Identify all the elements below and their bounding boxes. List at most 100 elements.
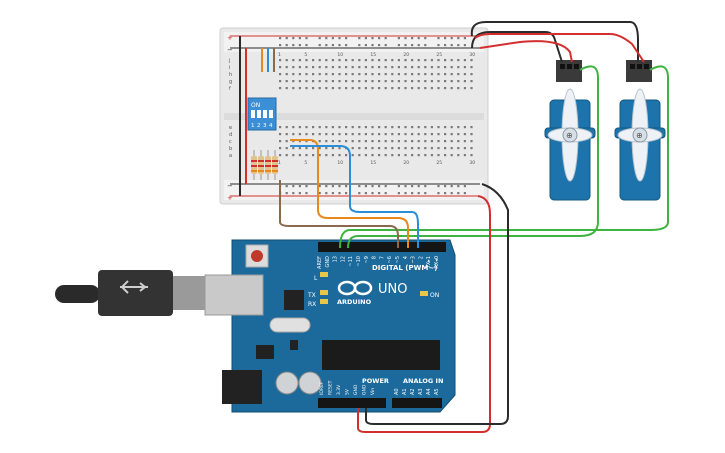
servo-1[interactable]: ⊕: [544, 60, 596, 201]
dip-switch-pos-2: 2: [257, 123, 261, 129]
analog-pin-label: A0: [394, 388, 400, 395]
analog-pin-label: A5: [434, 388, 440, 395]
atmega-chip: [322, 340, 440, 370]
digital-pin-label: 13: [333, 256, 339, 262]
wire-black-servo1[interactable]: [471, 31, 563, 63]
rail-plus-label: +: [227, 34, 233, 42]
wire-black-servo2[interactable]: [470, 21, 639, 62]
wire-red-servo2[interactable]: [474, 33, 645, 63]
digital-label: DIGITAL (PWM~): [372, 264, 437, 272]
digital-pin-label: AREF: [317, 256, 323, 269]
row-label: j: [228, 58, 230, 64]
power-pin-label: GND: [353, 384, 359, 395]
digital-pin-label: ~11: [348, 256, 354, 267]
digital-pin-label: 12: [340, 256, 346, 262]
row-label: d: [229, 132, 232, 138]
rail-minus-label-bottom: −: [227, 182, 233, 190]
led-label-rx: RX: [308, 301, 316, 308]
column-label: 20: [403, 52, 409, 58]
power-header: [318, 398, 386, 408]
power-pin-label: IOREF: [319, 381, 325, 395]
wire-brown-signal[interactable]: [279, 180, 399, 248]
analog-label: ANALOG IN: [403, 377, 443, 385]
digital-pin-label: 7: [379, 256, 385, 259]
digital-header: [318, 242, 446, 252]
arduino-model: UNO: [378, 282, 407, 297]
digital-pin-label: 8: [372, 256, 378, 259]
wire-orange-signal[interactable]: [290, 139, 409, 248]
column-label: 1: [278, 52, 281, 58]
digital-pin-label: 4: [403, 256, 409, 259]
analog-header: [392, 398, 442, 408]
row-label: a: [229, 153, 232, 159]
column-label: 25: [436, 52, 442, 58]
column-label: 1: [278, 160, 281, 166]
digital-pin-label: TX▸1: [426, 256, 432, 269]
breadboard-holes: [279, 37, 473, 195]
resistor-2: [258, 150, 264, 180]
column-label: 15: [370, 160, 376, 166]
power-pin-label: RESET: [328, 380, 334, 395]
servo-1-horn-screw-icon: ⊕: [566, 131, 573, 140]
power-pin-label: Vin: [370, 388, 376, 395]
resistor-3: [265, 150, 271, 180]
row-label: c: [229, 139, 232, 145]
resistor-1: [251, 150, 257, 180]
wire-green-servo1[interactable]: [347, 65, 599, 249]
analog-pin-label: A2: [410, 388, 416, 395]
servo-2[interactable]: ⊕: [614, 60, 666, 201]
wire-black-gnd[interactable]: [365, 183, 509, 425]
reset-button[interactable]: [251, 250, 263, 262]
resistor-4: [272, 150, 278, 180]
usb-icon: [120, 280, 148, 294]
servo-2-horn-screw-icon: ⊕: [636, 131, 643, 140]
dip-switch-on-label: ON: [251, 102, 260, 109]
led-label-tx: TX: [307, 292, 316, 299]
wire-red-servo1[interactable]: [479, 40, 573, 63]
digital-pin-label: RX◂0: [434, 256, 440, 269]
on-led-label: ON: [430, 292, 439, 299]
dip-switch-pos-4: 4: [269, 123, 273, 129]
led-label-l: L: [314, 275, 318, 282]
power-label: POWER: [362, 377, 389, 385]
analog-pin-label: A4: [426, 388, 432, 395]
analog-pin-label: A3: [418, 388, 424, 395]
wire-red-5v[interactable]: [357, 195, 491, 433]
dip-switch-pos-3: 3: [263, 123, 267, 129]
resistor-array: [251, 150, 278, 180]
column-label: 30: [469, 52, 475, 58]
column-label: 5: [304, 52, 307, 58]
column-label: 25: [436, 160, 442, 166]
power-pin-label: GND: [362, 384, 368, 395]
rail-plus-label-bottom: +: [227, 194, 233, 202]
power-pin-label: 3.3V: [336, 384, 342, 395]
column-label: 20: [403, 160, 409, 166]
digital-pin-label: ~9: [364, 256, 370, 263]
wire-blue-signal[interactable]: [290, 145, 419, 248]
column-label: 30: [469, 160, 475, 166]
arduino-brand: ARDUINO: [337, 298, 372, 306]
digital-pin-label: 2: [418, 256, 424, 259]
row-label: e: [229, 125, 232, 131]
digital-pin-label: ~10: [356, 256, 362, 267]
column-label: 5: [304, 160, 307, 166]
dip-switch-pos-1: 1: [251, 123, 255, 129]
column-label: 10: [337, 160, 343, 166]
row-label: i: [229, 65, 230, 71]
arduino-infinity-logo-icon: [337, 280, 373, 296]
column-label: 15: [370, 52, 376, 58]
wire-green-servo2[interactable]: [339, 65, 669, 249]
digital-pin-label: ~6: [387, 256, 393, 263]
column-label: 10: [337, 52, 343, 58]
power-pin-label: 5V: [345, 388, 351, 395]
dip-switch[interactable]: ON 1 2 3 4: [247, 97, 277, 131]
arduino-uno[interactable]: L TX RX ON ARDUINO UNO DIGITAL (PWM~) PO…: [204, 239, 456, 413]
digital-pin-label: ~3: [411, 256, 417, 263]
